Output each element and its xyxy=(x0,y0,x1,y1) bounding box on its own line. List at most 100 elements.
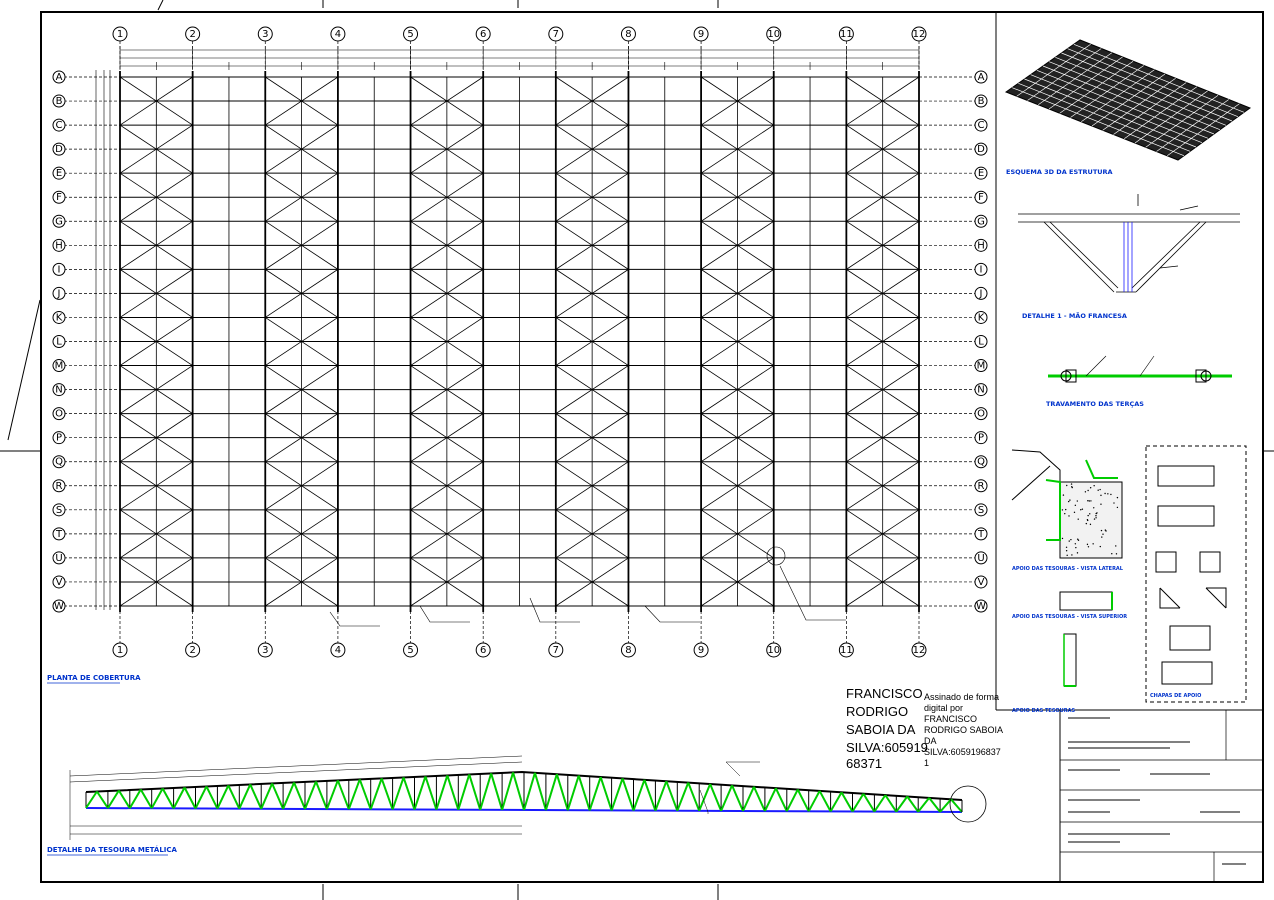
row-axis-left-U: U xyxy=(52,551,66,565)
svg-text:12: 12 xyxy=(913,645,926,656)
row-axis-right-T: T xyxy=(974,527,988,541)
row-axis-left-W: W xyxy=(52,599,66,613)
diagonal-a-12 xyxy=(347,779,361,810)
row-axis-right-S: S xyxy=(974,503,988,517)
svg-text:R: R xyxy=(978,481,985,492)
svg-text:B: B xyxy=(56,96,63,107)
detail-1-title: DETALHE 1 - MÃO FRANCESA xyxy=(1022,311,1127,320)
svg-text:6: 6 xyxy=(480,29,486,40)
diagonal-a-19 xyxy=(501,772,515,811)
diagonal-a-9 xyxy=(282,782,295,810)
row-axis-right-H: H xyxy=(974,238,988,252)
column-axis-top-8: 8 xyxy=(620,26,636,42)
svg-text:F: F xyxy=(978,192,984,203)
svg-text:N: N xyxy=(977,385,984,396)
row-axis-left-Q: Q xyxy=(52,455,66,469)
svg-text:E: E xyxy=(56,168,62,179)
diagonal-b-39 xyxy=(950,798,963,813)
anchor-plates: CHAPAS DE APOIO xyxy=(1145,445,1247,703)
diagonal-b-33 xyxy=(818,790,832,812)
svg-text:7: 7 xyxy=(553,29,559,40)
row-axis-left-P: P xyxy=(52,431,66,445)
diagonal-b-10 xyxy=(315,781,328,810)
row-axis-right-K: K xyxy=(974,310,988,324)
row-axis-left-B: B xyxy=(52,94,66,108)
diagonal-a-26 xyxy=(654,780,668,811)
diagonal-a-36 xyxy=(873,794,887,813)
column-axis-bottom-12: 12 xyxy=(911,642,927,658)
svg-text:W: W xyxy=(54,601,64,612)
support-side-title: APOIO DAS TESOURAS - VISTA LATERAL xyxy=(1012,566,1124,572)
row-axis-left-N: N xyxy=(52,383,66,397)
svg-text:S: S xyxy=(56,505,62,516)
row-axis-left-R: R xyxy=(52,479,66,493)
dimension-chains xyxy=(95,46,920,610)
svg-text:9: 9 xyxy=(698,645,704,656)
diagonal-a-2 xyxy=(128,788,142,809)
row-axis-right-B: B xyxy=(974,94,988,108)
svg-text:1: 1 xyxy=(117,29,123,40)
plan-callouts xyxy=(329,546,846,627)
diagonal-b-21 xyxy=(555,773,569,811)
signature-note-6: SILVA:6059196837 xyxy=(924,747,1001,757)
row-axis-right-D: D xyxy=(974,142,988,156)
digital-signature: FRANCISCO RODRIGO SABOIA DA SILVA:605919… xyxy=(846,686,1003,771)
row-axis-right-N: N xyxy=(974,383,988,397)
diagonal-b-0 xyxy=(96,790,109,809)
diagonal-b-30 xyxy=(753,786,766,812)
diagonal-b-7 xyxy=(249,784,263,810)
svg-text:2: 2 xyxy=(189,645,195,656)
diagonal-a-31 xyxy=(763,787,777,812)
view-3d-structure: ESQUEMA 3D DA ESTRUTURA xyxy=(1004,39,1252,176)
svg-text:E: E xyxy=(978,168,984,179)
support-top-title: APOIO DAS TESOURAS - VISTA SUPERIOR xyxy=(1012,614,1127,620)
svg-text:7: 7 xyxy=(553,645,559,656)
column-axis-bottom-3: 3 xyxy=(257,642,273,658)
svg-text:P: P xyxy=(56,433,62,444)
diagonal-b-5 xyxy=(205,786,219,810)
column-axis-top-11: 11 xyxy=(838,26,854,42)
svg-text:H: H xyxy=(977,240,985,251)
svg-text:S: S xyxy=(978,505,984,516)
diagonal-b-29 xyxy=(731,784,744,812)
diagonal-b-6 xyxy=(227,785,241,810)
row-axis-right-W: W xyxy=(974,599,988,613)
svg-text:I: I xyxy=(58,264,61,275)
column-axis-bottom-10: 10 xyxy=(766,642,782,658)
column-axis-bottom-11: 11 xyxy=(838,642,854,658)
svg-text:A: A xyxy=(56,72,63,83)
diagonal-a-22 xyxy=(566,775,580,811)
row-axis-right-F: F xyxy=(974,190,988,204)
plan-title: PLANTA DE COBERTURA xyxy=(47,674,141,682)
row-axis-left-I: I xyxy=(52,262,66,276)
svg-text:B: B xyxy=(978,96,985,107)
svg-text:1: 1 xyxy=(117,645,123,656)
support-callout-circle xyxy=(949,785,987,823)
diagonal-b-14 xyxy=(402,777,416,810)
support-detail: APOIO DAS TESOURAS xyxy=(1012,633,1077,714)
x-bracing-bay-7 xyxy=(555,76,629,607)
svg-text:J: J xyxy=(57,288,61,299)
signature-note-1: Assinado de forma xyxy=(924,692,999,702)
signature-note-5: DA xyxy=(924,736,937,746)
svg-text:4: 4 xyxy=(335,29,341,40)
diagonal-b-16 xyxy=(446,775,460,811)
row-axis-left-S: S xyxy=(52,503,66,517)
svg-text:J: J xyxy=(979,288,983,299)
diagonal-a-25 xyxy=(632,779,646,811)
row-axis-right-L: L xyxy=(974,335,988,348)
column-axis-top-2: 2 xyxy=(185,26,201,42)
svg-text:C: C xyxy=(56,120,63,131)
diagonal-a-8 xyxy=(260,783,274,810)
diagonal-b-2 xyxy=(139,788,153,809)
row-axis-right-E: E xyxy=(974,166,988,180)
signature-name-4: SILVA:605919 xyxy=(846,740,928,755)
diagonal-a-17 xyxy=(457,774,471,810)
x-bracing-bay-3 xyxy=(265,76,339,607)
diagonal-a-6 xyxy=(216,785,230,810)
svg-text:L: L xyxy=(978,337,984,348)
column-axis-top-5: 5 xyxy=(403,26,419,42)
diagonal-a-35 xyxy=(851,793,865,813)
